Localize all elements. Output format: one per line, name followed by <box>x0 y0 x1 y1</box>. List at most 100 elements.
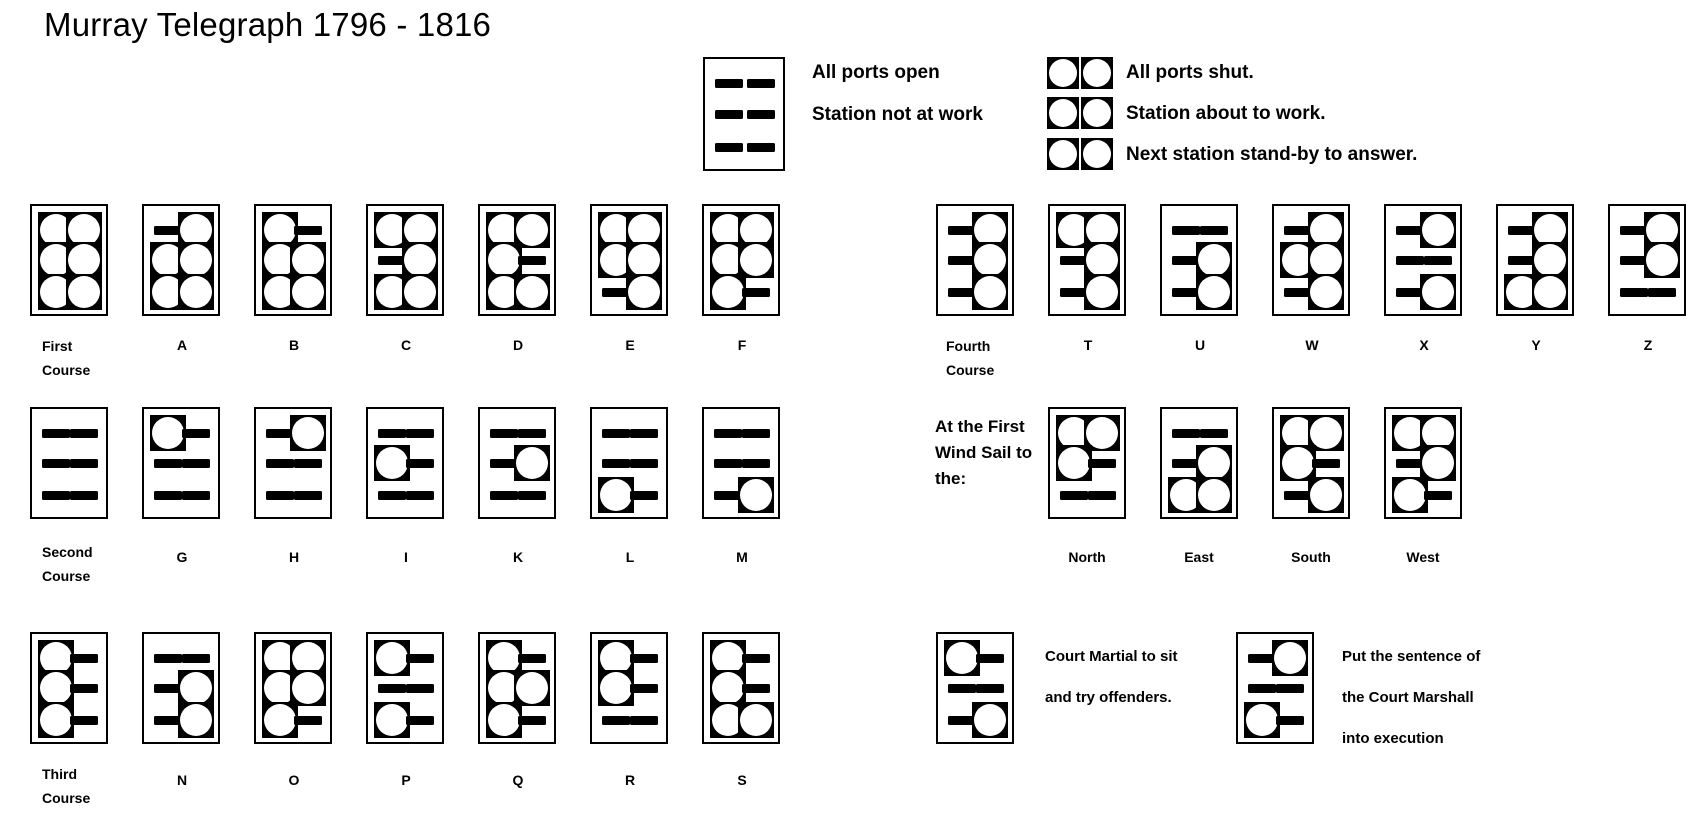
shutter-open-icon <box>1284 491 1312 500</box>
shutter-open-icon <box>70 716 98 725</box>
shut-port-icon <box>1081 57 1113 89</box>
shutter-open-icon <box>630 684 658 693</box>
shut-port-icon <box>1047 138 1079 170</box>
wind-label-south: South <box>1291 549 1331 565</box>
course-label-second: Second Course <box>42 544 93 584</box>
shutter-closed-icon <box>1420 274 1456 310</box>
message-1-line-1: Court Martial to sit <box>1045 648 1178 665</box>
board-message-sentence <box>1236 632 1314 744</box>
letter-label-o: O <box>288 772 300 788</box>
shutter-open-icon <box>1508 226 1536 235</box>
letter-label-e: E <box>625 337 635 353</box>
course-label-first: First Course <box>42 338 91 378</box>
shutter-open-icon <box>406 716 434 725</box>
shutter-closed-icon <box>738 242 774 278</box>
shutter-closed-icon <box>402 274 438 310</box>
letter-label-d: D <box>512 337 524 353</box>
letter-label-k: K <box>512 549 524 565</box>
shutter-open-icon <box>1620 288 1648 297</box>
shutter-open-icon <box>182 491 210 500</box>
shutter-open-icon <box>976 654 1004 663</box>
board-letter-d <box>478 204 556 316</box>
shutter-open-icon <box>1172 429 1200 438</box>
shutter-open-icon <box>948 716 976 725</box>
shutter-closed-icon <box>1084 242 1120 278</box>
shutter-closed-icon <box>738 702 774 738</box>
shutter-open-icon <box>1620 256 1648 265</box>
shutter-closed-icon <box>262 702 298 738</box>
shutter-closed-icon <box>1420 212 1456 248</box>
shutter-closed-icon <box>514 670 550 706</box>
shutter-open-icon <box>406 684 434 693</box>
shutter-open-icon <box>266 459 294 468</box>
wind-label-west: West <box>1406 549 1440 565</box>
shutter-closed-icon <box>1272 640 1308 676</box>
letter-label-n: N <box>176 772 188 788</box>
board-letter-t <box>1048 204 1126 316</box>
shutter-closed-icon <box>1420 445 1456 481</box>
shutter-open-icon <box>1248 654 1276 663</box>
shut-port-icon <box>1081 138 1113 170</box>
shutter-closed-icon <box>66 274 102 310</box>
board-letter-i <box>366 407 444 519</box>
shutter-closed-icon <box>290 274 326 310</box>
shutter-open-icon <box>154 459 182 468</box>
shutter-open-icon <box>976 684 1004 693</box>
shutter-open-icon <box>630 429 658 438</box>
shutter-open-icon <box>266 491 294 500</box>
board-letter-w <box>1272 204 1350 316</box>
shutter-closed-icon <box>710 274 746 310</box>
board-wind-south <box>1272 407 1350 519</box>
shutter-open-icon <box>1648 288 1676 297</box>
shutter-closed-icon <box>374 640 410 676</box>
shutter-open-icon <box>1172 256 1200 265</box>
shutter-open-icon <box>378 491 406 500</box>
shutter-closed-icon <box>1308 274 1344 310</box>
course-label-third: Third Course <box>42 766 91 806</box>
shutter-open-icon <box>602 429 630 438</box>
shutter-open-icon <box>742 429 770 438</box>
letter-label-p: P <box>401 772 411 788</box>
letter-label-l: L <box>625 549 635 565</box>
letter-label-u: U <box>1194 337 1206 353</box>
board-letter-e <box>590 204 668 316</box>
shutter-open-icon <box>294 226 322 235</box>
shutter-open-icon <box>518 716 546 725</box>
shutter-closed-icon <box>1280 445 1316 481</box>
shutter-open-icon <box>294 716 322 725</box>
letter-label-w: W <box>1305 337 1319 353</box>
shutter-open-icon <box>1508 256 1536 265</box>
legend-shut-pair-2 <box>1047 97 1113 129</box>
shutter-closed-icon <box>374 445 410 481</box>
board-letter-g <box>142 407 220 519</box>
shutter-open-icon <box>406 654 434 663</box>
shutter-closed-icon <box>290 670 326 706</box>
shutter-open-icon <box>378 429 406 438</box>
shutter-open-icon <box>1396 459 1424 468</box>
letter-label-f: F <box>737 337 747 353</box>
shutter-open-icon <box>1424 491 1452 500</box>
shutter-closed-icon <box>626 242 662 278</box>
shutter-open-icon <box>70 491 98 500</box>
shutter-open-icon <box>715 143 743 152</box>
shutter-closed-icon <box>486 242 522 278</box>
shutter-open-icon <box>1276 684 1304 693</box>
board-wind-north <box>1048 407 1126 519</box>
shutter-open-icon <box>948 226 976 235</box>
board-letter-b <box>254 204 332 316</box>
shutter-open-icon <box>70 459 98 468</box>
shutter-open-icon <box>630 459 658 468</box>
shutter-open-icon <box>490 429 518 438</box>
shutter-open-icon <box>602 716 630 725</box>
board-wind-west <box>1384 407 1462 519</box>
shutter-open-icon <box>294 491 322 500</box>
board-letter-a <box>142 204 220 316</box>
shutter-open-icon <box>490 459 518 468</box>
legend-shut-line-1: All ports shut. <box>1126 62 1254 83</box>
shutter-closed-icon <box>402 242 438 278</box>
message-2-line-2: the Court Marshall <box>1342 689 1474 706</box>
shutter-closed-icon <box>710 670 746 706</box>
board-wind-east <box>1160 407 1238 519</box>
shutter-open-icon <box>747 110 775 119</box>
shutter-open-icon <box>630 654 658 663</box>
